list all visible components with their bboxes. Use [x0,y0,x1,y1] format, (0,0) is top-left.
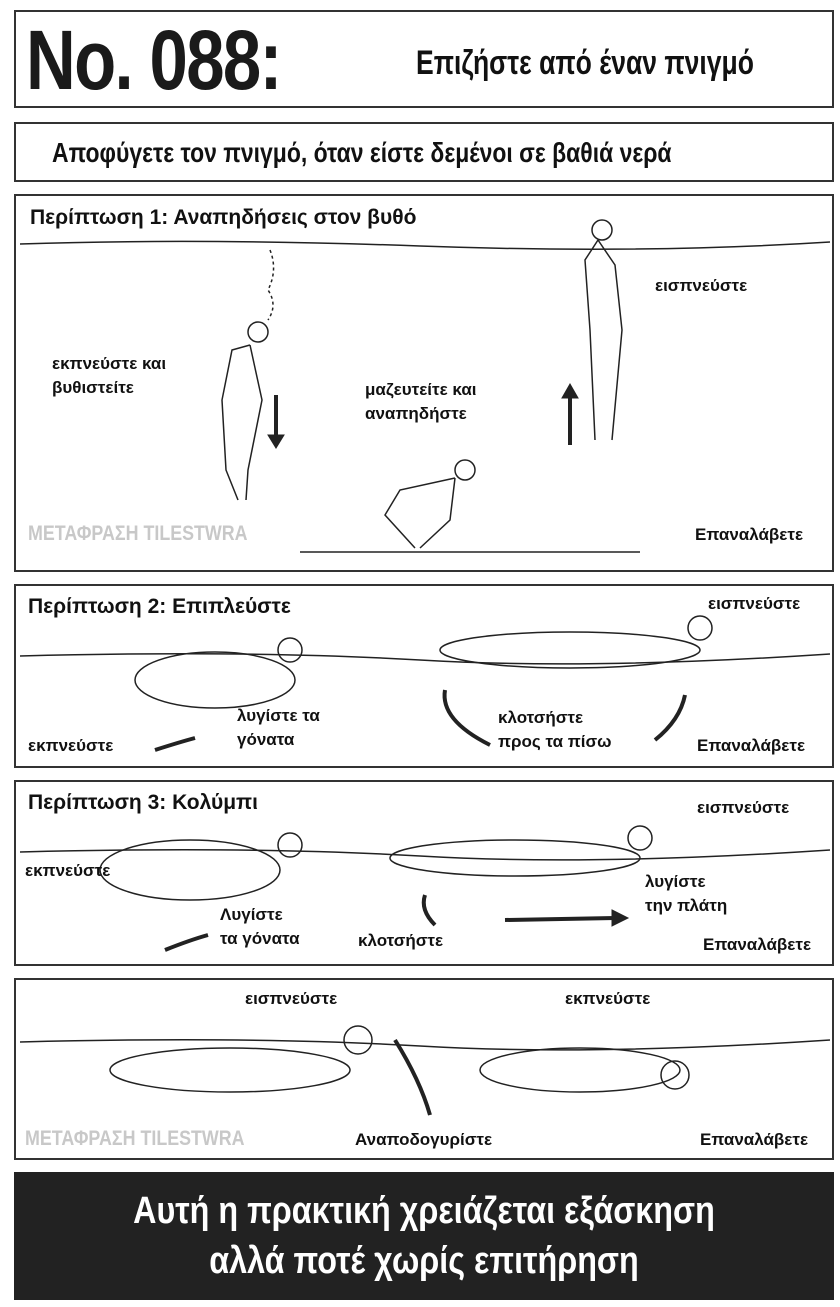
label-line: μαζευτείτε και [365,380,477,399]
label-repeat: Επαναλάβετε [700,1130,809,1149]
label-inhale: εισπνεύστε [245,989,338,1008]
figure-case3-b [389,825,653,877]
subtitle: Αποφύγετε τον πνιγμό, όταν είστε δεμένοι… [52,137,672,168]
guide-number: No. 088: [26,13,282,107]
footer-banner: Αυτή η πρακτική χρειάζεται εξάσκηση αλλά… [14,1172,834,1300]
arrow-curve-icon [653,694,687,742]
label-line: κλοτσήστε [498,708,584,727]
footer-line-1: Αυτή η πρακτική χρειάζεται εξάσκηση [133,1190,715,1232]
water-surface-1 [19,240,831,250]
watermark: ΜΕΤΑΦΡΑΣΗ TILESTWRA [25,1127,245,1150]
label-kick: κλοτσήστε [358,931,444,950]
figure-case3-a [99,832,303,901]
label-line: την πλάτη [645,896,728,915]
arrow-right-icon [504,916,616,922]
arrow-curve-icon [421,894,437,927]
label-exhale: εκπνεύστε [565,989,651,1008]
arrow-curve-icon [442,689,491,747]
label-bend-back: λυγίστε την πλάτη [645,870,727,918]
label-line: γόνατα [237,730,295,749]
label-line: λυγίστε [645,872,706,891]
figure-case4-a [109,1025,373,1093]
label-inhale: εισπνεύστε [697,798,790,817]
figure-case2-b [439,615,713,669]
figure-sinking [221,249,275,501]
panel-case-3 [14,780,834,966]
label-line: βυθιστείτε [52,378,134,397]
figure-case2-a [134,637,303,709]
header-box: No. 088: Επιζήστε από έναν πνιγμό [14,10,834,108]
figure-crouching [384,459,476,549]
watermark: ΜΕΤΑΦΡΑΣΗ TILESTWRA [28,522,248,545]
label-repeat: Επαναλάβετε [697,736,806,755]
label-line: προς τα πίσω [498,732,612,751]
panel-3-title: Περίπτωση 3: Κολύμπι [28,791,258,814]
subtitle-box: Αποφύγετε τον πνιγμό, όταν είστε δεμένοι… [14,122,834,182]
label-line: Λυγίστε [220,905,283,924]
label-exhale: εκπνεύστε [28,736,114,755]
panel-case-4 [14,978,834,1160]
figure-rising [584,219,623,441]
label-line: λυγίστε τα [237,706,320,725]
arrow-flip-icon [393,1038,432,1116]
label-bend-knees: λυγίστε τα γόνατα [237,704,320,752]
water-surface-2 [19,653,831,665]
label-line: αναπηδήστε [365,404,467,423]
water-surface-4 [19,1039,831,1051]
label-kick-back: κλοτσήστε προς τα πίσω [498,706,612,754]
panel-case-1 [14,194,834,572]
water-surface-3 [19,849,831,861]
panel-case-2 [14,584,834,768]
label-exhale: εκπνεύστε [25,861,111,880]
label-bend-knees: Λυγίστε τα γόνατα [220,903,300,951]
figure-case4-b [479,1047,690,1093]
label-crouch-jump: μαζευτείτε και αναπηδήστε [365,378,477,426]
label-flip: Αναποδογυρίστε [355,1130,493,1149]
panel-1-title: Περίπτωση 1: Αναπηδήσεις στον βυθό [30,206,417,229]
label-line: εκπνεύστε και [52,354,167,373]
label-exhale-sink: εκπνεύστε και βυθιστείτε [52,352,166,400]
label-inhale: εισπνεύστε [708,594,801,613]
guide-title: Επιζήστε από έναν πνιγμό [416,44,754,82]
panel-2-title: Περίπτωση 2: Επιπλεύστε [28,595,291,618]
label-inhale: εισπνεύστε [655,276,748,295]
arrow-curve-icon [164,933,209,952]
footer-line-2: αλλά ποτέ χωρίς επιτήρηση [209,1240,639,1282]
label-line: τα γόνατα [220,929,300,948]
label-repeat: Επαναλάβετε [695,525,804,544]
arrow-curve-icon [154,736,196,752]
label-repeat: Επαναλάβετε [703,935,812,954]
